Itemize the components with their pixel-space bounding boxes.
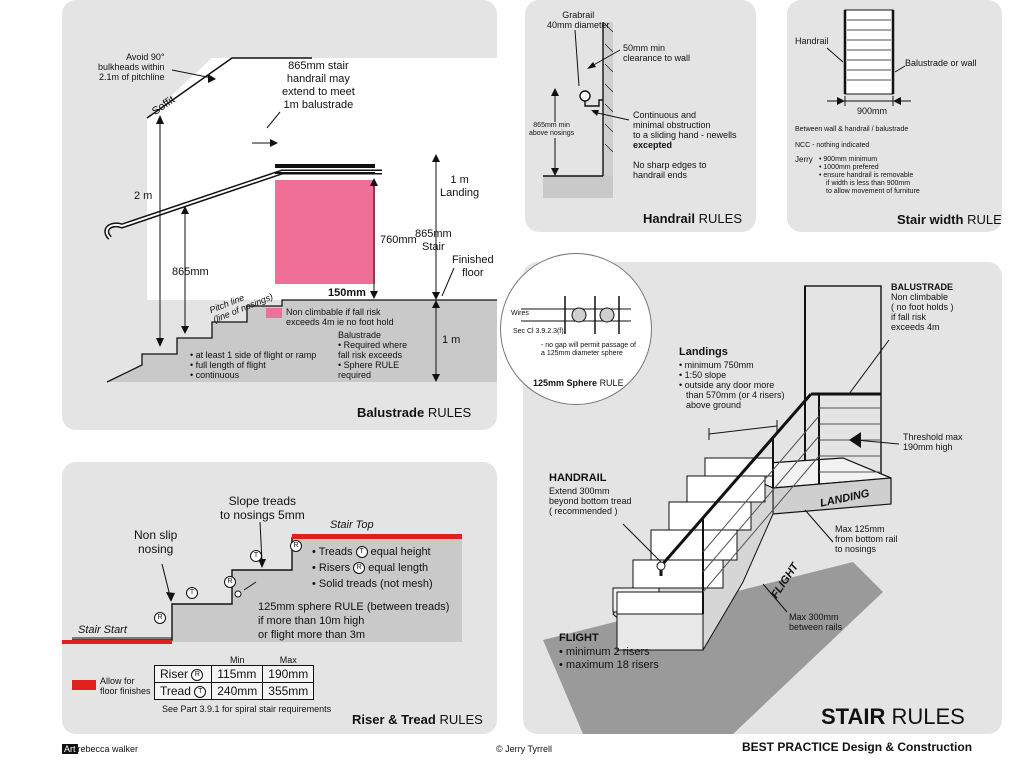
width-dim: 900mm	[857, 106, 888, 116]
tread-rules: • Treads T equal height • Risers R equal…	[312, 546, 433, 590]
spiral-note: See Part 3.9.1 for spiral stair requirem…	[162, 704, 332, 714]
handrail-drawing	[543, 22, 630, 198]
sphere-drawing	[521, 296, 631, 334]
width-between: Between wall & handrail / balustrade	[795, 126, 909, 133]
width-jerry-label: Jerry	[795, 155, 813, 164]
width-jerry-notes: • 900mm minimum• 1000mm prefered• ensure…	[819, 156, 920, 195]
copyright: © Jerry Tyrrell	[496, 744, 552, 754]
stair-width-drawing	[826, 9, 911, 106]
stair-width-title: Stair width RULES	[897, 212, 1002, 227]
flight-notes: • minimum 2 risers• maximum 18 risers	[559, 646, 659, 671]
balustrade-bullets: • at least 1 side of flight or ramp• ful…	[190, 350, 317, 380]
sphere-rule-circle: Wires Sec Cl 3.9.2.3(f) - no gap will pe…	[500, 253, 652, 405]
non-climbable-zone	[275, 180, 375, 284]
riser-symbol-1: R	[154, 612, 166, 624]
handrail-3d-title: HANDRAIL	[549, 472, 607, 484]
landings-notes: • minimum 750mm• 1:50 slope• outside any…	[679, 360, 785, 410]
stair-3d-drawing	[543, 285, 900, 734]
stair-width-panel: Handrail Balustrade or wall 900mm Betwee…	[787, 0, 1002, 232]
stair-rules-title: STAIR RULES	[821, 704, 965, 729]
width-handrail-label: Handrail	[795, 36, 829, 46]
width-ncc: NCC - nothing indicated	[795, 142, 870, 149]
flight-title: FLIGHT	[559, 632, 599, 644]
balustrade-drawing	[104, 57, 497, 383]
landings-title: Landings	[679, 346, 728, 358]
dim-865: 865mm	[172, 266, 209, 278]
sphere-rule-note: 125mm sphere RULE (between treads)if mor…	[258, 601, 450, 641]
subtitle: BEST PRACTICE Design & Construction	[742, 740, 973, 754]
legend-swatch-red	[72, 680, 96, 690]
tread-symbol-1: T	[186, 587, 198, 599]
tread-symbol-2: T	[250, 550, 262, 562]
legend-swatch-pink	[266, 308, 282, 318]
handrail-title: Handrail RULES	[643, 211, 742, 226]
width-balustrade-label: Balustrade or wall	[905, 58, 977, 68]
stair-top-label: Stair Top	[330, 519, 374, 531]
dim-2m: 2 m	[134, 190, 153, 202]
riser-tread-title: Riser & Tread RULES	[352, 712, 483, 727]
dim-1m: 1 m	[442, 334, 461, 346]
riser-symbol-3: R	[290, 540, 302, 552]
dim-760: 760mm	[380, 234, 417, 246]
sec-label: Sec Cl 3.9.2.3(f)	[513, 328, 564, 335]
balustrade-title: Balustrade RULES	[357, 405, 472, 420]
riser-symbol-2: R	[224, 576, 236, 588]
wires-label: Wires	[511, 310, 529, 317]
stair-start-label: Stair Start	[78, 624, 127, 636]
sphere-title: 125mm Sphere RULE	[533, 378, 624, 388]
dim-150: 150mm	[328, 287, 366, 299]
